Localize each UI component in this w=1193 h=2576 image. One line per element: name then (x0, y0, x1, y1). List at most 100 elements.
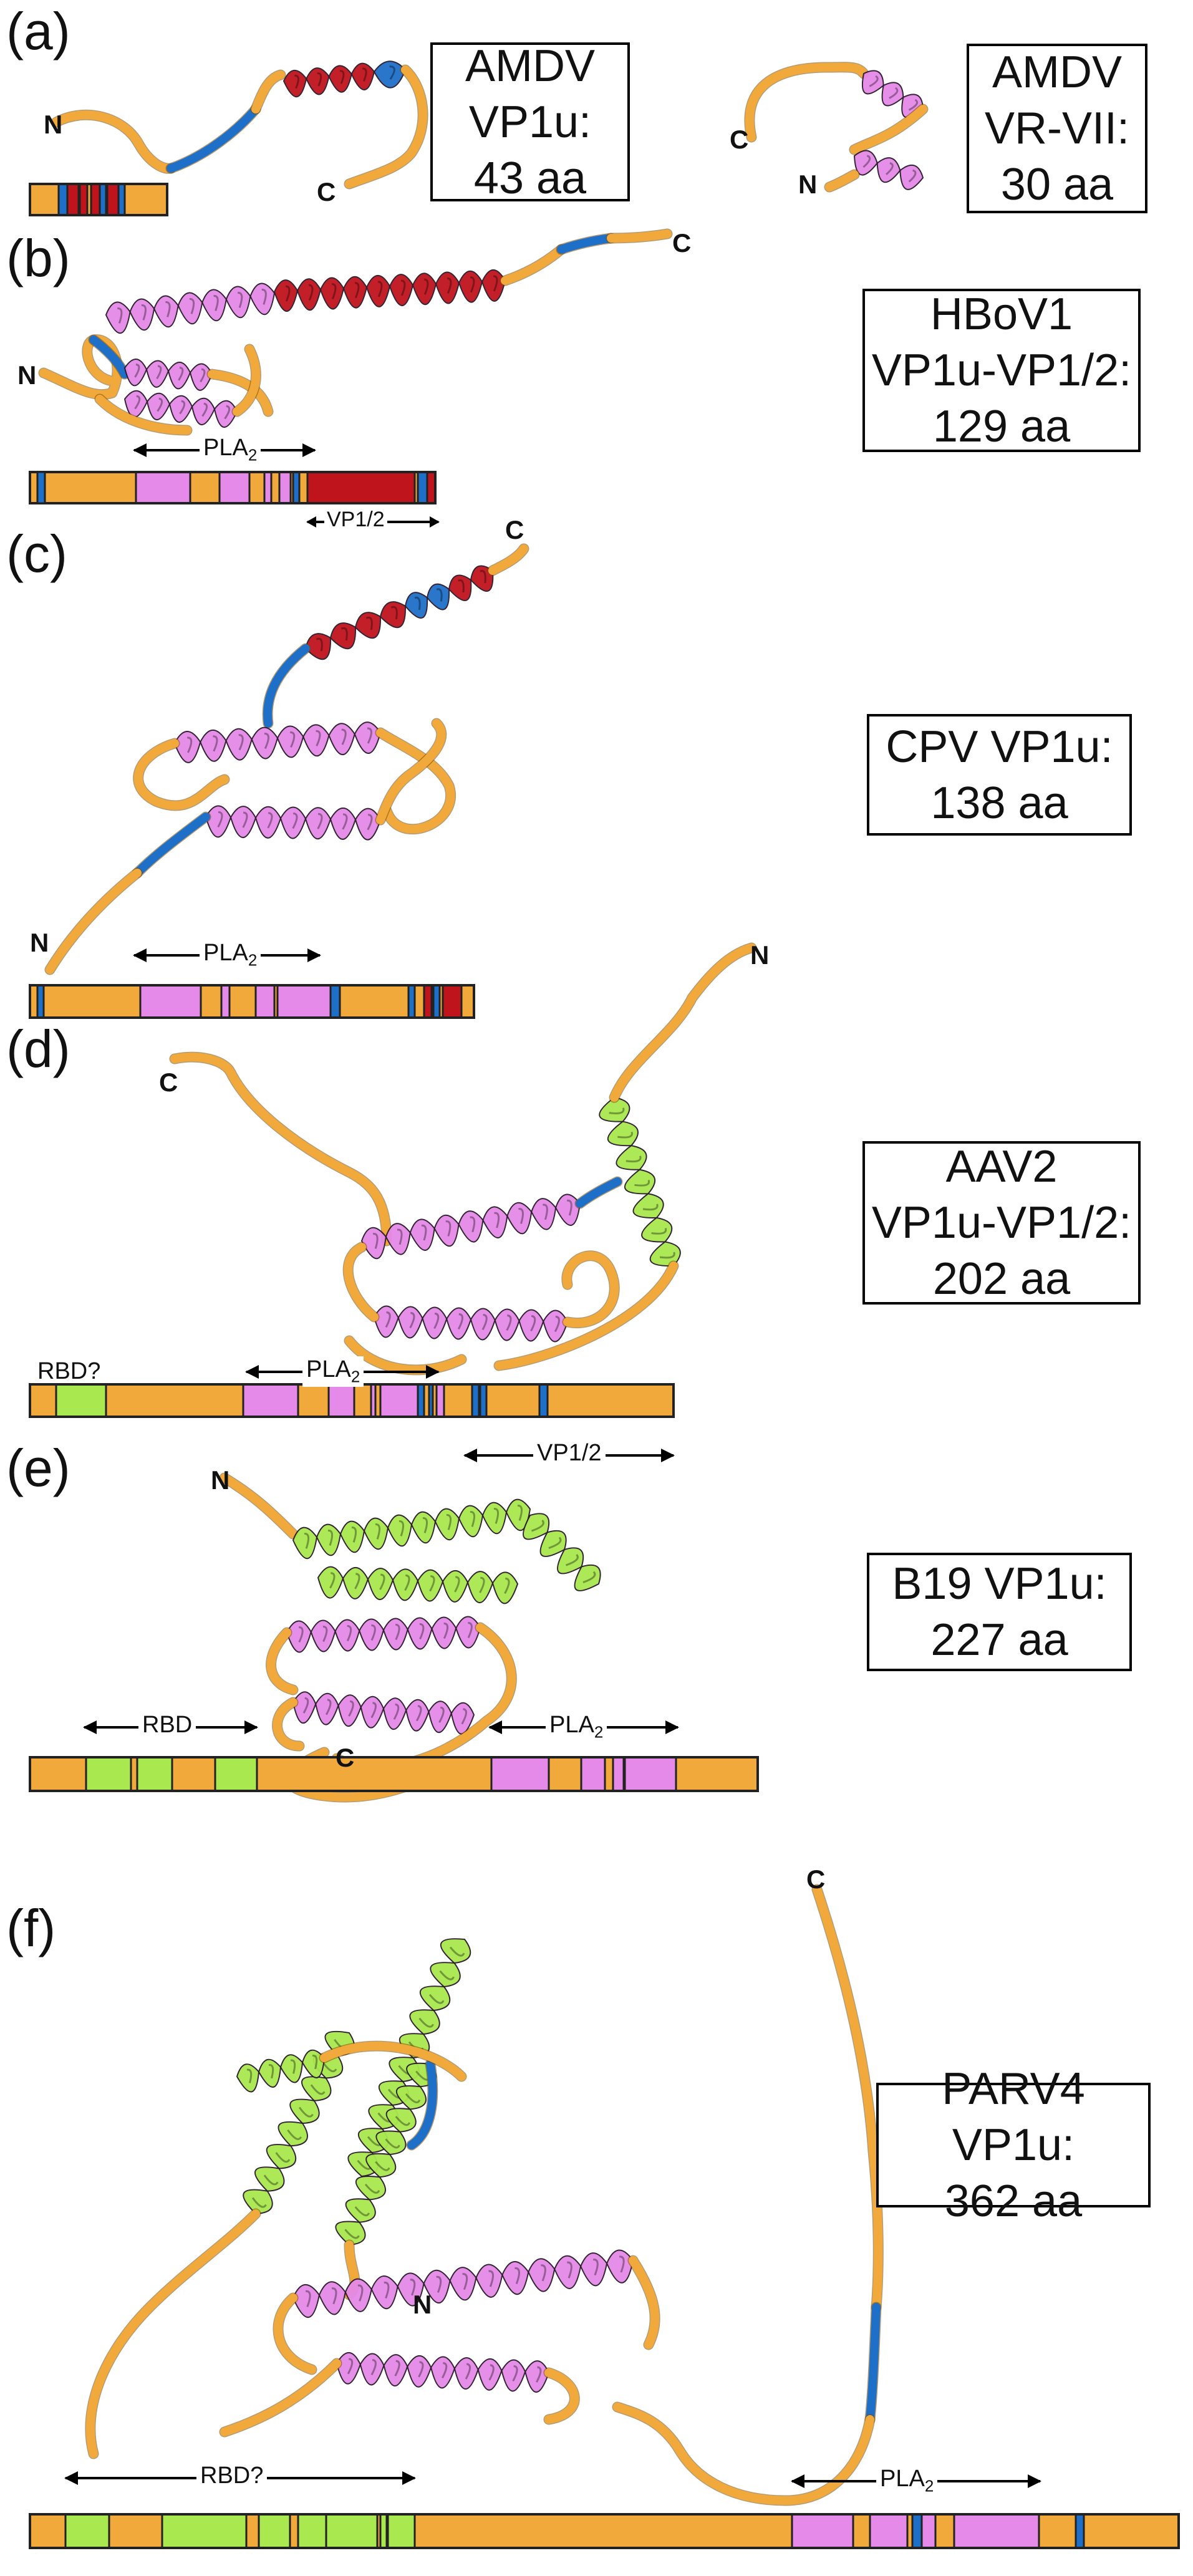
coil-segment (613, 2403, 874, 2505)
helix-turn (409, 2009, 440, 2035)
helix-shade (454, 1576, 460, 1593)
helix-shade (322, 1625, 328, 1643)
helix-turn (481, 269, 506, 302)
helix-turn (191, 397, 216, 426)
n-terminus-label: N (413, 2290, 432, 2319)
helix-shade (292, 813, 298, 829)
helix-turn (518, 1309, 544, 1342)
pla2-text: PLA (549, 1712, 594, 1738)
domain-segment (911, 2513, 923, 2549)
helix-turn (574, 1564, 601, 1591)
rbd-label: RBD? (196, 2463, 268, 2489)
helix-turn (334, 1619, 360, 1652)
coil-segment (46, 869, 142, 974)
domain-bar-outline (29, 984, 475, 1019)
helix-shade (251, 2197, 267, 2208)
coil-outline (609, 942, 757, 1103)
helix-shade (488, 2270, 494, 2287)
domain-segment (292, 471, 301, 504)
helix-shade (213, 735, 218, 752)
box-line: B19 VP1u: (892, 1559, 1107, 1609)
coil-segment (167, 105, 260, 173)
helix-turn (315, 1692, 339, 1725)
helix-turn (861, 70, 884, 95)
helix-shade (494, 1212, 500, 1228)
helix-shade (642, 1204, 659, 1211)
box-line: 129 aa (932, 402, 1071, 451)
helix-shade (470, 276, 475, 293)
helix-turn (317, 1566, 344, 1599)
domain-bar-outline (29, 471, 437, 504)
helix-turn (410, 1511, 437, 1544)
helix-turn (446, 1307, 472, 1340)
helix-turn (123, 358, 148, 387)
helix-shade (443, 1622, 449, 1639)
box-line: 30 aa (1000, 160, 1114, 210)
vp12-label: VP1/2 (324, 508, 387, 532)
helix-shade (362, 67, 367, 82)
helix-turn (129, 298, 155, 331)
coil-segment (85, 2209, 260, 2458)
domain-segment (106, 183, 120, 216)
helix-turn (370, 2275, 398, 2310)
helix-shade (347, 2358, 354, 2375)
domain-segment (36, 471, 46, 504)
info-box-amdv-vp1u: AMDV VP1u: 43 aa (430, 41, 630, 203)
helix-turn (430, 1962, 461, 1988)
coil-segment (133, 739, 229, 810)
coil-outline (85, 2208, 261, 2459)
helix-shade (445, 1220, 452, 1237)
pla2-subscript: 2 (924, 2476, 934, 2496)
domain-segment (254, 984, 276, 1019)
info-box-parv4: PARV4 VP1u: 362 aa (876, 2064, 1151, 2226)
helix-turn (554, 2255, 582, 2289)
helix-turn (606, 2249, 634, 2284)
coil-segment (345, 65, 428, 188)
domain-bar-outline (29, 1756, 759, 1792)
helix-turn (310, 1619, 336, 1652)
helix-shade (302, 1697, 309, 1714)
helix-turn (426, 583, 450, 610)
helix-turn (555, 1194, 581, 1226)
helix-shade (400, 279, 406, 296)
domain-segment (325, 2513, 379, 2549)
domain-bar-outline (29, 183, 168, 216)
c-terminus-label: C (159, 1068, 178, 1097)
rbd-label: RBD? (37, 1358, 101, 1384)
domain-segment (278, 471, 292, 504)
helix-turn (173, 731, 201, 763)
helix-shade (322, 2062, 337, 2073)
coil-segment (345, 1336, 466, 1374)
domain-segment (85, 1756, 132, 1792)
helix-turn (440, 1938, 471, 1964)
helix-shade (493, 275, 498, 292)
helix-turn (360, 1227, 387, 1260)
c-terminus-label: C (505, 515, 524, 544)
helix-turn (428, 1700, 452, 1734)
helix-turn (337, 1694, 362, 1727)
helix-shade (397, 1228, 403, 1245)
helix-shade (117, 307, 123, 324)
helix-turn (306, 67, 330, 95)
helix-turn (543, 1310, 569, 1343)
helix-turn (458, 1210, 484, 1243)
helix-shade (593, 2259, 599, 2276)
domain-segment (64, 2513, 110, 2549)
domain-segment (407, 984, 416, 1019)
helix-shade (517, 1505, 523, 1521)
helix-turn (475, 2264, 503, 2298)
coil-segment (825, 170, 859, 191)
helix-shade (156, 365, 162, 380)
coil-segment (52, 110, 175, 173)
helix-shade (651, 1227, 667, 1235)
helix-shade (364, 2183, 380, 2194)
helix-turn (383, 2354, 408, 2386)
pla2-subscript: 2 (350, 1367, 360, 1386)
helix-shade (268, 2064, 274, 2079)
helix-turn (876, 157, 901, 183)
helix-shade (305, 2290, 311, 2307)
helix-shade (370, 1702, 377, 1719)
coil-segment (251, 70, 285, 113)
helix-shade (394, 2360, 400, 2376)
helix-shade (634, 1179, 650, 1187)
